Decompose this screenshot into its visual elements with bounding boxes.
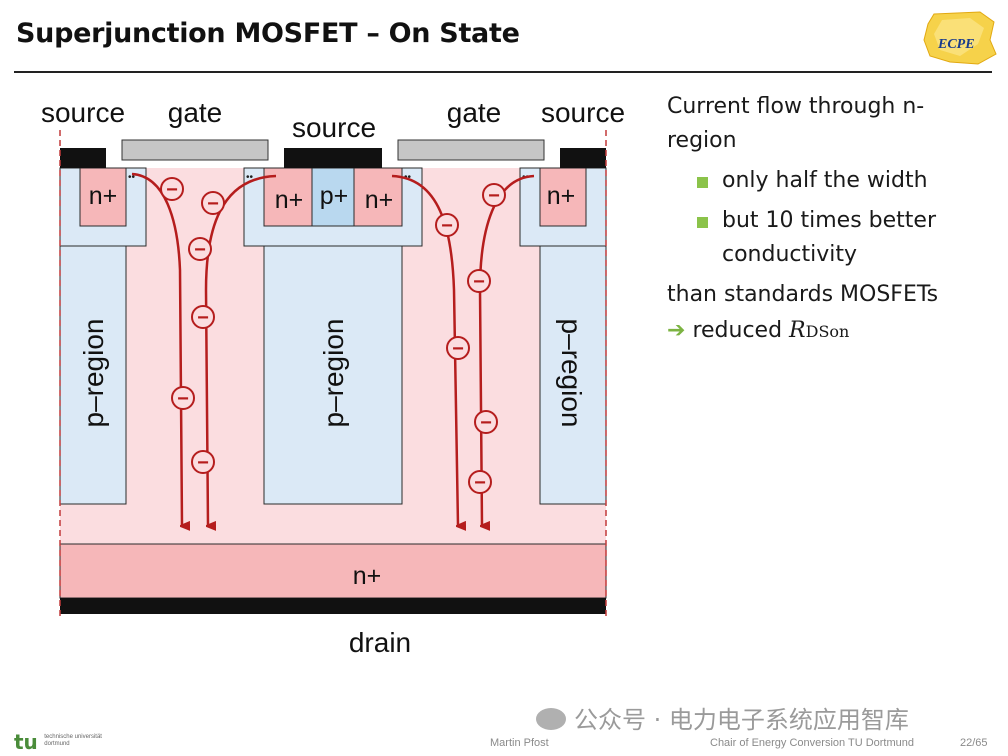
label-drain: drain (349, 627, 411, 658)
text-line-1: Current flow through n- (667, 94, 925, 119)
channel-electrons-1: •• (128, 172, 136, 183)
label-source-right: source (541, 97, 625, 128)
electron: − (201, 191, 225, 215)
conclusion-line: ➔ reduced RDSon (667, 314, 997, 349)
p-pillar-mid (263, 245, 403, 505)
svg-text:−: − (194, 239, 206, 261)
electron: − (474, 410, 498, 434)
electron: − (468, 470, 492, 494)
bullet-text-2b: conductivity (722, 242, 858, 267)
gate-electrode-left (121, 139, 269, 161)
electron: − (191, 450, 215, 474)
electron: − (188, 237, 212, 261)
slide-title: Superjunction MOSFET – On State (16, 18, 520, 49)
wechat-icon (536, 708, 566, 730)
n-plus-source-2 (263, 167, 313, 227)
label-source-mid: source (292, 112, 376, 143)
bullet-item-2: but 10 times better (667, 204, 997, 238)
electron: − (435, 213, 459, 237)
label-n-plus-4: n+ (547, 182, 576, 210)
svg-text:−: − (452, 338, 464, 360)
bullet-square-icon (697, 177, 708, 188)
svg-text:−: − (473, 271, 485, 293)
university-line-1: technische universität (44, 734, 102, 740)
channel-electrons-2: •• (246, 172, 254, 183)
title-divider (14, 71, 992, 73)
bullet-item-2-cont: conductivity (667, 238, 997, 272)
electrons: − − − − − − − − − − − − (160, 177, 506, 494)
watermark: 公众号 · 电力电子系统应用智库 (536, 700, 909, 735)
bullet-square-icon (697, 217, 708, 228)
text-line-3: than standards MOSFETs (667, 282, 939, 307)
bullet-text-2a: but 10 times better (722, 208, 937, 233)
electron: − (482, 183, 506, 207)
label-n-plus-1: n+ (89, 182, 118, 210)
source-metal-left (60, 148, 106, 168)
svg-text:−: − (197, 307, 209, 329)
svg-text:−: − (207, 193, 219, 215)
bullet-text-1: only half the width (722, 168, 928, 193)
bullet-item-1: only half the width (667, 164, 997, 198)
label-p-plus: p+ (320, 182, 349, 210)
label-source-left: source (41, 97, 125, 128)
footer-author: Martin Pfost (490, 737, 549, 749)
current-path-2 (204, 174, 277, 526)
source-metal-mid (284, 148, 382, 168)
page-number: 22/65 (960, 737, 988, 749)
rdson-symbol: R (789, 318, 806, 343)
watermark-text: 公众号 · 电力电子系统应用智库 (574, 706, 909, 734)
tu-dortmund-logo: tu technische universität dortmund (14, 730, 102, 754)
electron: − (160, 177, 184, 201)
drain-metal (60, 598, 606, 614)
label-p-region-left: p–region (78, 319, 109, 428)
label-gate-right: gate (447, 97, 502, 128)
svg-text:−: − (488, 185, 500, 207)
right-arrow-icon: ➔ (667, 318, 686, 343)
svg-text:−: − (480, 412, 492, 434)
tu-logo-mark: tu (14, 730, 38, 754)
electron: − (446, 336, 470, 360)
label-p-region-mid: p–region (318, 319, 349, 428)
superjunction-cross-section: •• •• •• •• − − − − − − − − − − − − sour… (41, 97, 625, 658)
n-plus-source-1 (79, 167, 127, 227)
ecpe-logo: ECPE (923, 11, 997, 65)
reduced-text: reduced (692, 318, 783, 343)
current-path-1 (131, 172, 182, 526)
p-plus-contact (311, 167, 355, 227)
label-p-region-right: p–region (556, 319, 587, 428)
electron: − (171, 386, 195, 410)
text-line-2: region (667, 128, 737, 153)
label-gate-left: gate (168, 97, 223, 128)
n-plus-substrate (59, 543, 607, 599)
label-n-plus-2: n+ (275, 186, 304, 214)
footer-chair: Chair of Energy Conversion TU Dortmund (710, 737, 914, 749)
electron: − (467, 269, 491, 293)
rdson-subscript: DSon (805, 322, 850, 341)
svg-text:−: − (166, 179, 178, 201)
source-metal-right (560, 148, 606, 168)
logo-text: ECPE (937, 37, 975, 52)
gate-electrode-right (397, 139, 545, 161)
university-line-2: dortmund (44, 741, 70, 747)
svg-text:−: − (441, 215, 453, 237)
p-pillar-right (539, 245, 607, 505)
svg-text:−: − (177, 388, 189, 410)
svg-text:−: − (197, 452, 209, 474)
explanation-text: Current flow through n- region only half… (667, 90, 997, 349)
label-n-plus-3: n+ (365, 186, 394, 214)
label-n-plus-substrate: n+ (353, 562, 382, 590)
electron: − (191, 305, 215, 329)
svg-text:−: − (474, 472, 486, 494)
n-plus-source-4 (539, 167, 587, 227)
